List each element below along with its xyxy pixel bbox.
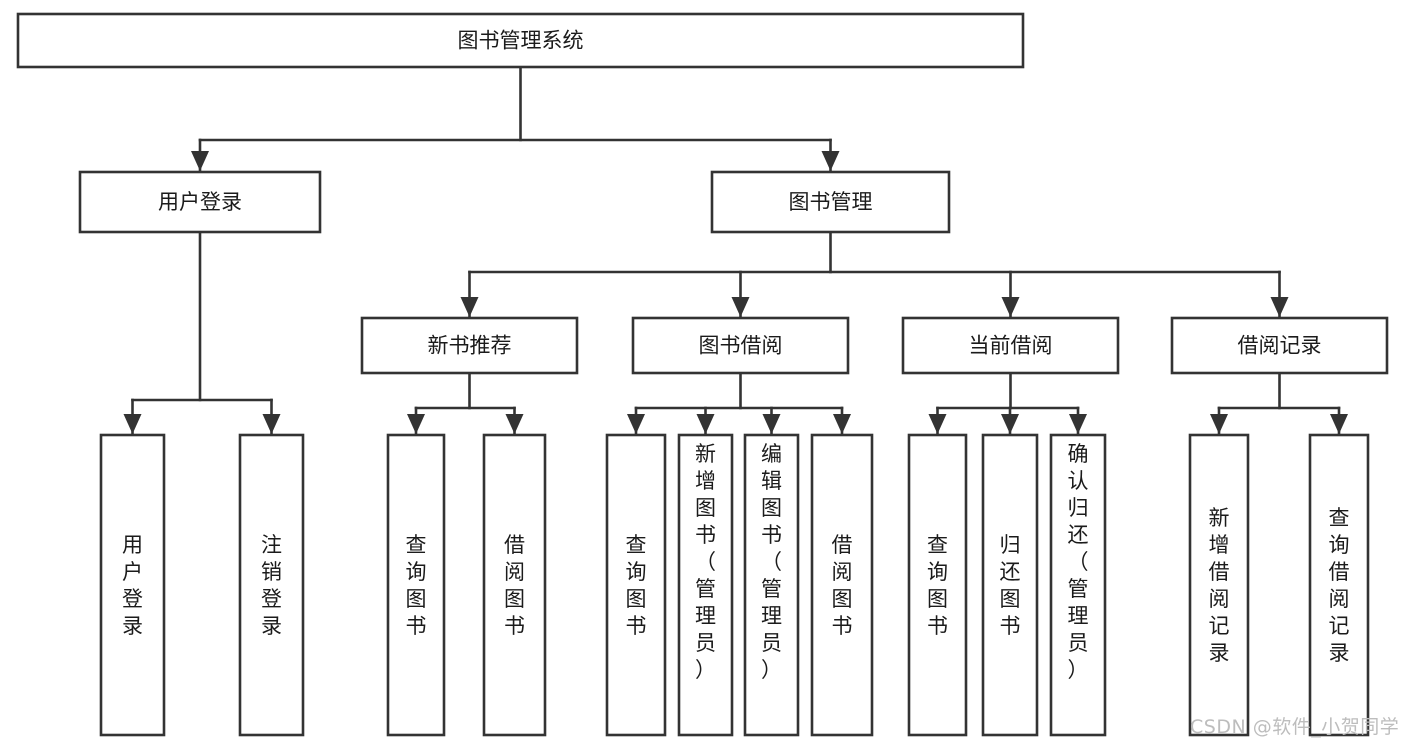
node-label: 查询图书 xyxy=(927,533,948,638)
node-label: 查询图书 xyxy=(406,533,427,638)
node-box[interactable] xyxy=(810,433,874,737)
arrow-head-icon xyxy=(505,414,524,434)
node-box[interactable] xyxy=(605,433,667,737)
node-label: 借阅图书 xyxy=(504,533,525,638)
node-label: 编辑图书（管理员） xyxy=(761,442,782,682)
node-label: 查询借阅记录 xyxy=(1329,506,1350,665)
arrow-head-icon xyxy=(833,414,851,434)
arrow-head-icon xyxy=(627,414,645,434)
node-box[interactable] xyxy=(743,433,800,737)
node-level2-3[interactable]: 借阅记录 xyxy=(1170,316,1389,375)
connector-layer xyxy=(123,65,1348,435)
node-root-0[interactable]: 图书管理系统 xyxy=(16,12,1025,69)
arrow-head-icon xyxy=(1001,297,1020,317)
arrow-head-icon xyxy=(762,414,781,434)
arrow-head-icon xyxy=(1270,297,1289,317)
node-label: 新增借阅记录 xyxy=(1209,506,1230,665)
node-label: 注销登录 xyxy=(261,533,282,638)
node-label: 用户登录 xyxy=(158,190,242,214)
node-box[interactable] xyxy=(1188,433,1250,737)
node-leaf-0[interactable]: 用户登录 xyxy=(99,433,166,737)
csdn-watermark: CSDN @软件_小贺同学 xyxy=(1190,716,1400,738)
node-label: 借阅记录 xyxy=(1238,334,1322,358)
node-box[interactable] xyxy=(901,316,1120,375)
node-level2-0[interactable]: 新书推荐 xyxy=(360,316,579,375)
arrow-head-icon xyxy=(928,414,947,434)
node-leaf-7[interactable]: 借阅图书 xyxy=(810,433,874,737)
node-box[interactable] xyxy=(16,12,1025,69)
node-label: 用户登录 xyxy=(122,533,143,638)
node-label: 当前借阅 xyxy=(969,334,1053,358)
arrow-head-icon xyxy=(1069,414,1087,434)
node-leaf-6[interactable]: 编辑图书（管理员） xyxy=(743,433,800,737)
node-leaf-2[interactable]: 查询图书 xyxy=(386,433,446,737)
node-box[interactable] xyxy=(99,433,166,737)
arrow-head-icon xyxy=(1210,414,1228,434)
arrow-head-icon xyxy=(731,297,750,317)
node-layer: 图书管理系统用户登录图书管理新书推荐图书借阅当前借阅借阅记录用户登录注销登录查询… xyxy=(16,12,1389,737)
node-box[interactable] xyxy=(482,433,547,737)
node-box[interactable] xyxy=(1170,316,1389,375)
node-level2-2[interactable]: 当前借阅 xyxy=(901,316,1120,375)
arrow-head-icon xyxy=(821,151,840,171)
node-label: 图书管理系统 xyxy=(458,29,584,53)
node-label: 新增图书（管理员） xyxy=(695,442,716,682)
arrow-head-icon xyxy=(460,297,479,317)
node-label: 图书管理 xyxy=(789,190,873,214)
node-box[interactable] xyxy=(78,170,322,234)
node-leaf-9[interactable]: 归还图书 xyxy=(981,433,1039,737)
arrow-head-icon xyxy=(123,414,142,434)
node-leaf-10[interactable]: 确认归还（管理员） xyxy=(1049,433,1107,737)
arrow-head-icon xyxy=(696,414,715,434)
node-box[interactable] xyxy=(677,433,734,737)
node-box[interactable] xyxy=(1049,433,1107,737)
node-level1-1[interactable]: 图书管理 xyxy=(710,170,951,234)
arrow-head-icon xyxy=(1001,414,1019,434)
node-leaf-3[interactable]: 借阅图书 xyxy=(482,433,547,737)
arrow-head-icon xyxy=(1330,414,1348,434)
node-label: 借阅图书 xyxy=(832,533,853,638)
node-label: 图书借阅 xyxy=(699,334,783,358)
node-leaf-5[interactable]: 新增图书（管理员） xyxy=(677,433,734,737)
node-leaf-11[interactable]: 新增借阅记录 xyxy=(1188,433,1250,737)
node-leaf-8[interactable]: 查询图书 xyxy=(907,433,968,737)
arrow-head-icon xyxy=(407,414,425,434)
node-box[interactable] xyxy=(238,433,305,737)
node-leaf-4[interactable]: 查询图书 xyxy=(605,433,667,737)
node-box[interactable] xyxy=(386,433,446,737)
node-label: 确认归还（管理员） xyxy=(1068,442,1089,682)
node-box[interactable] xyxy=(1308,433,1370,737)
arrow-head-icon xyxy=(191,151,209,171)
node-box[interactable] xyxy=(981,433,1039,737)
node-box[interactable] xyxy=(631,316,850,375)
node-level2-1[interactable]: 图书借阅 xyxy=(631,316,850,375)
node-label: 归还图书 xyxy=(1000,533,1021,638)
node-label: 新书推荐 xyxy=(428,334,512,358)
node-leaf-12[interactable]: 查询借阅记录 xyxy=(1308,433,1370,737)
node-label: 查询图书 xyxy=(626,533,647,638)
node-box[interactable] xyxy=(360,316,579,375)
node-level1-0[interactable]: 用户登录 xyxy=(78,170,322,234)
node-box[interactable] xyxy=(907,433,968,737)
node-leaf-1[interactable]: 注销登录 xyxy=(238,433,305,737)
arrow-head-icon xyxy=(262,414,281,434)
node-box[interactable] xyxy=(710,170,951,234)
